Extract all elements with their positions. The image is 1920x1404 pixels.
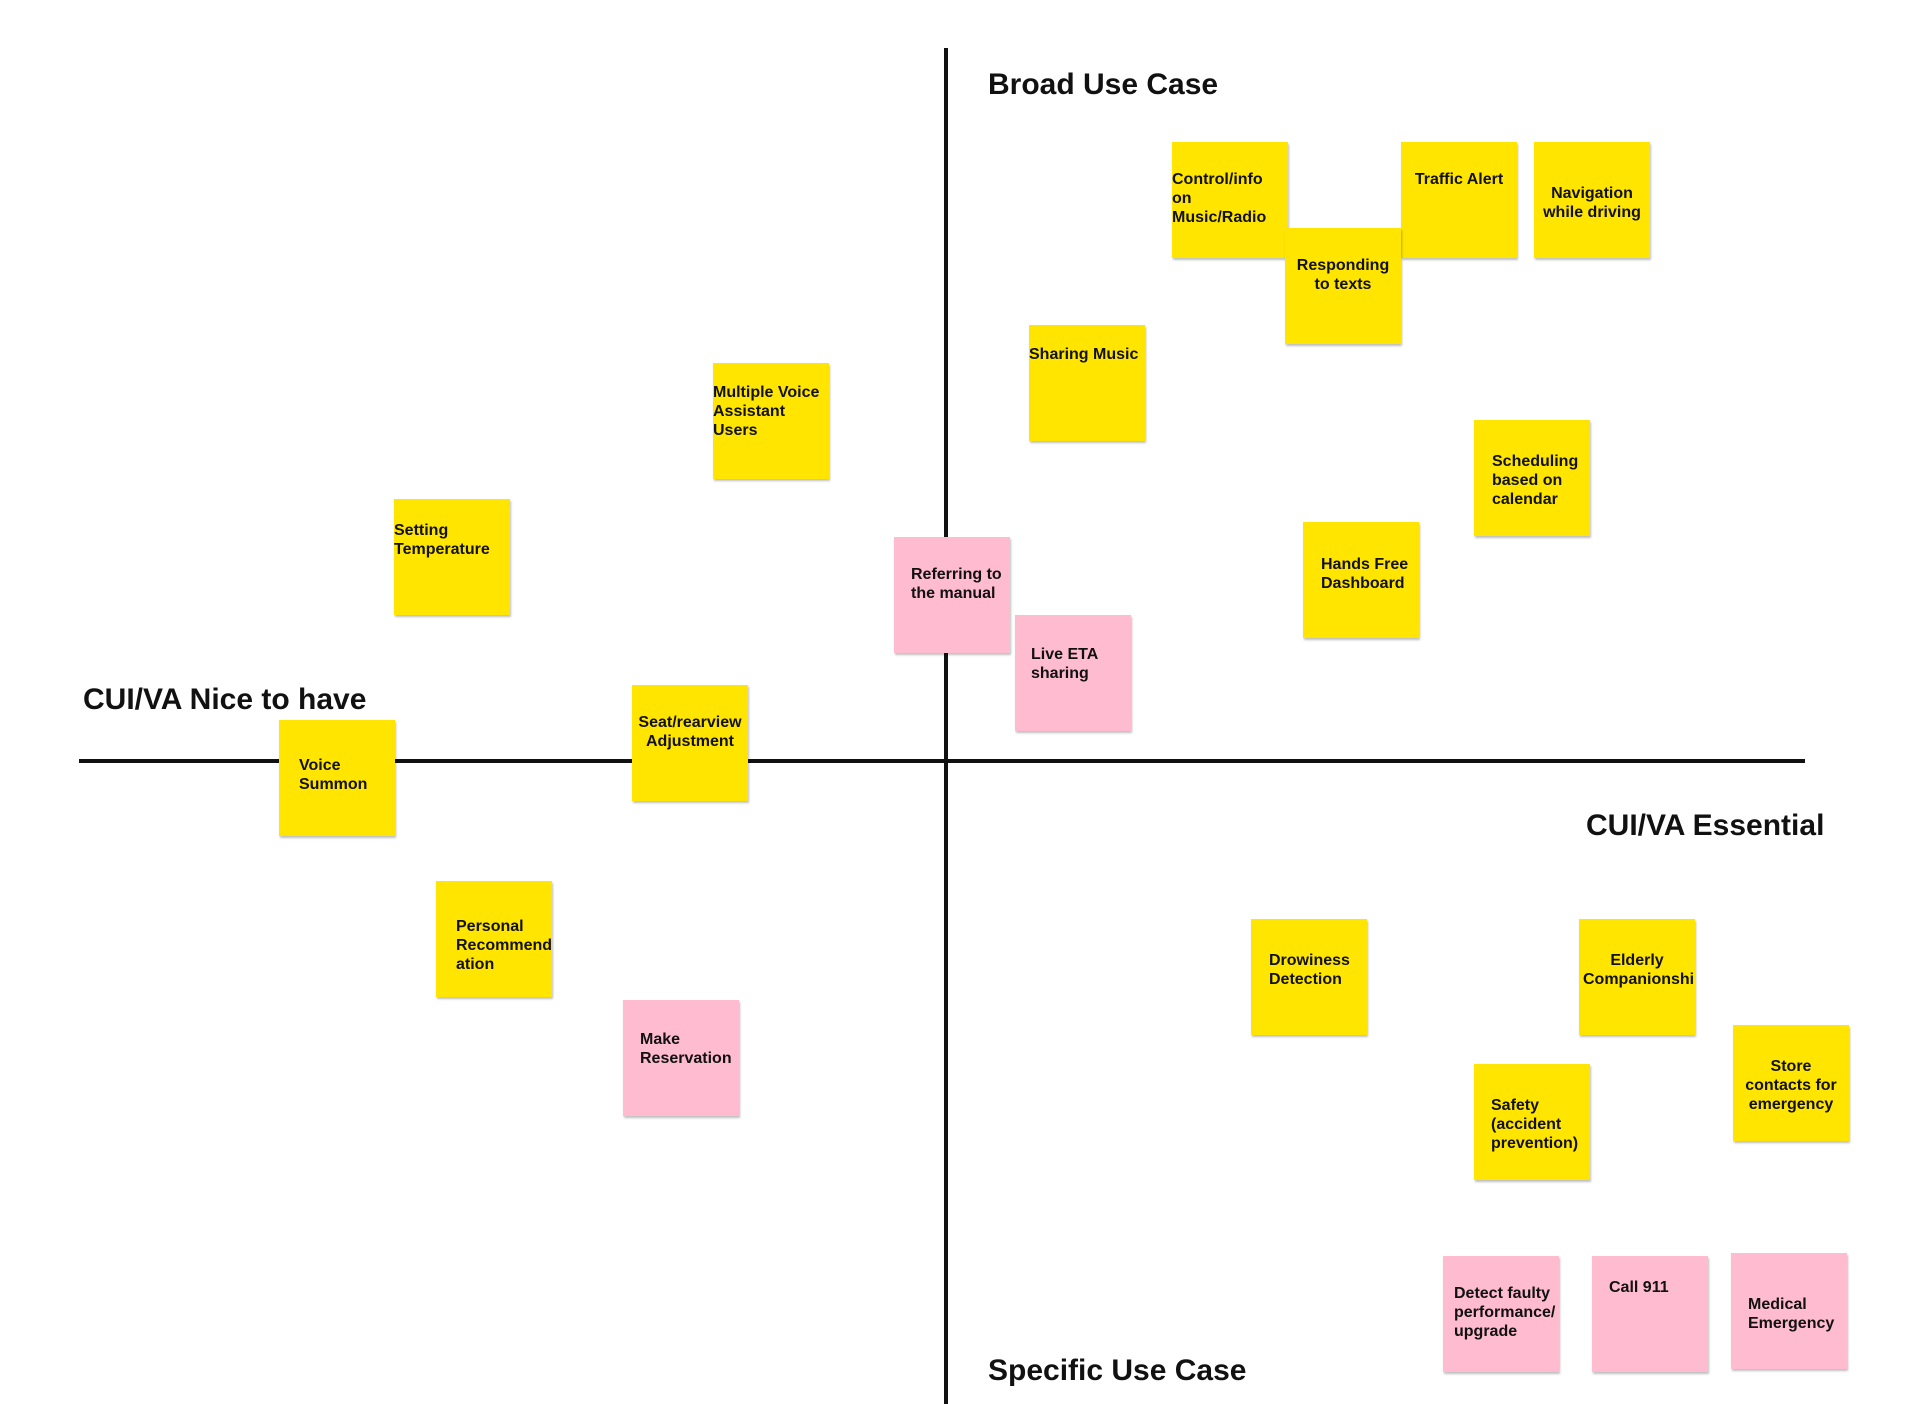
note-text: Traffic Alert <box>1414 171 1504 188</box>
axis-label-right: CUI/VA Essential <box>1586 809 1825 842</box>
note-text: Responding to texts <box>1296 257 1390 293</box>
axis-label-top: Broad Use Case <box>988 68 1219 101</box>
sticky-note-multiple-voice[interactable]: Multiple Voice Assistant Users <box>713 363 829 479</box>
note-text: Drowiness Detection <box>1269 952 1350 988</box>
note-text: Live ETA sharing <box>1031 646 1098 682</box>
note-text: Scheduling based on calendar <box>1492 453 1579 508</box>
sticky-note-traffic-alert[interactable]: Traffic Alert <box>1401 142 1517 258</box>
note-text: Referring to the manual <box>911 566 1002 602</box>
note-text: Seat/rearview Adjustment <box>638 714 742 750</box>
sticky-note-personal-recommendation[interactable]: Personal Recommend ation <box>436 881 552 997</box>
note-text: Multiple Voice Assistant Users <box>713 384 820 439</box>
sticky-note-referring-manual[interactable]: Referring to the manual <box>894 537 1010 653</box>
axis-label-bottom: Specific Use Case <box>988 1354 1247 1387</box>
note-text: Navigation while driving <box>1543 185 1641 221</box>
note-text: Call 911 <box>1609 1279 1669 1296</box>
sticky-note-hands-free[interactable]: Hands Free Dashboard <box>1303 522 1419 638</box>
note-text: Setting Temperature <box>394 522 490 558</box>
sticky-note-elderly[interactable]: Elderly Companionship <box>1579 919 1695 1035</box>
sticky-note-setting-temperature[interactable]: Setting Temperature <box>394 499 510 615</box>
sticky-note-responding-texts[interactable]: Responding to texts <box>1285 228 1401 344</box>
note-text: Store contacts for emergency <box>1745 1058 1837 1113</box>
sticky-note-live-eta[interactable]: Live ETA sharing <box>1015 615 1131 731</box>
axis-label-left: CUI/VA Nice to have <box>83 683 367 716</box>
note-text: Control/info on Music/Radio <box>1172 171 1267 226</box>
vertical-axis <box>944 48 948 1404</box>
note-text: Detect faulty performance/ upgrade <box>1454 1285 1556 1340</box>
horizontal-axis <box>79 759 1805 763</box>
sticky-note-seat-adjustment[interactable]: Seat/rearview Adjustment <box>632 685 748 801</box>
note-text: Hands Free Dashboard <box>1321 556 1409 592</box>
sticky-note-control-music[interactable]: Control/info on Music/Radio <box>1172 142 1288 258</box>
note-text: Elderly Companionship <box>1583 952 1695 988</box>
sticky-note-drowsiness[interactable]: Drowiness Detection <box>1251 919 1367 1035</box>
sticky-note-medical-emergency[interactable]: Medical Emergency <box>1731 1253 1847 1369</box>
sticky-note-navigation[interactable]: Navigation while driving <box>1534 142 1650 258</box>
sticky-note-store-contacts[interactable]: Store contacts for emergency <box>1733 1025 1849 1141</box>
note-text: Sharing Music <box>1029 346 1139 363</box>
note-text: Personal Recommend ation <box>456 918 552 973</box>
sticky-note-make-reservation[interactable]: Make Reservation <box>623 1000 739 1116</box>
sticky-note-call-911[interactable]: Call 911 <box>1592 1256 1708 1372</box>
sticky-note-voice-summon[interactable]: Voice Summon <box>279 720 395 836</box>
sticky-note-safety[interactable]: Safety (accident prevention) <box>1474 1064 1590 1180</box>
note-text: Safety (accident prevention) <box>1491 1097 1579 1152</box>
sticky-note-detect-faulty[interactable]: Detect faulty performance/ upgrade <box>1443 1256 1559 1372</box>
note-text: Voice Summon <box>299 757 368 793</box>
sticky-note-sharing-music[interactable]: Sharing Music <box>1029 325 1145 441</box>
sticky-note-scheduling[interactable]: Scheduling based on calendar <box>1474 420 1590 536</box>
note-text: Medical Emergency <box>1748 1296 1835 1332</box>
note-text: Make Reservation <box>640 1031 732 1067</box>
